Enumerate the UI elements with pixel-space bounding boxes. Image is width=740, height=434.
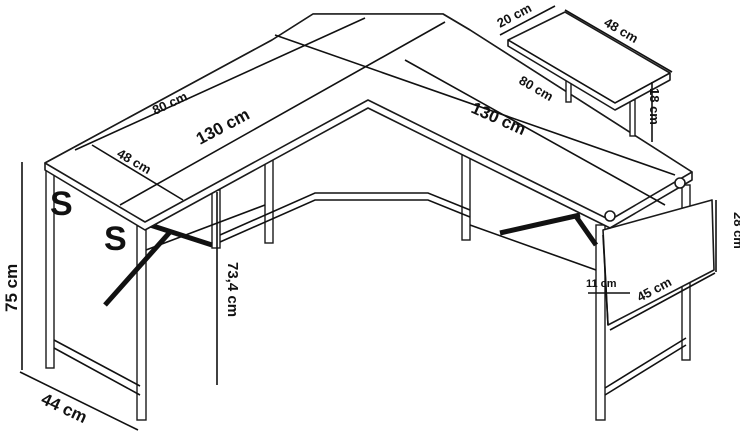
dimension-lines [19, 5, 717, 431]
hook-icon: S [104, 220, 127, 258]
monitor-shelf [507, 11, 671, 137]
bag-depth-label: 11 cm [586, 278, 617, 290]
desktop-surface [44, 13, 693, 231]
knee-height-label: 73,4 cm [224, 262, 241, 317]
total-height-label: 75 cm [2, 264, 21, 312]
shelf-height-label: 18 cm [647, 88, 662, 125]
shelf-depth-label: 20 cm [494, 0, 534, 31]
hook-icon: S [50, 185, 73, 223]
leg-depth-label: 44 cm [38, 389, 90, 427]
bag-height-label: 28 cm [731, 212, 740, 249]
storage-bag [602, 199, 715, 326]
